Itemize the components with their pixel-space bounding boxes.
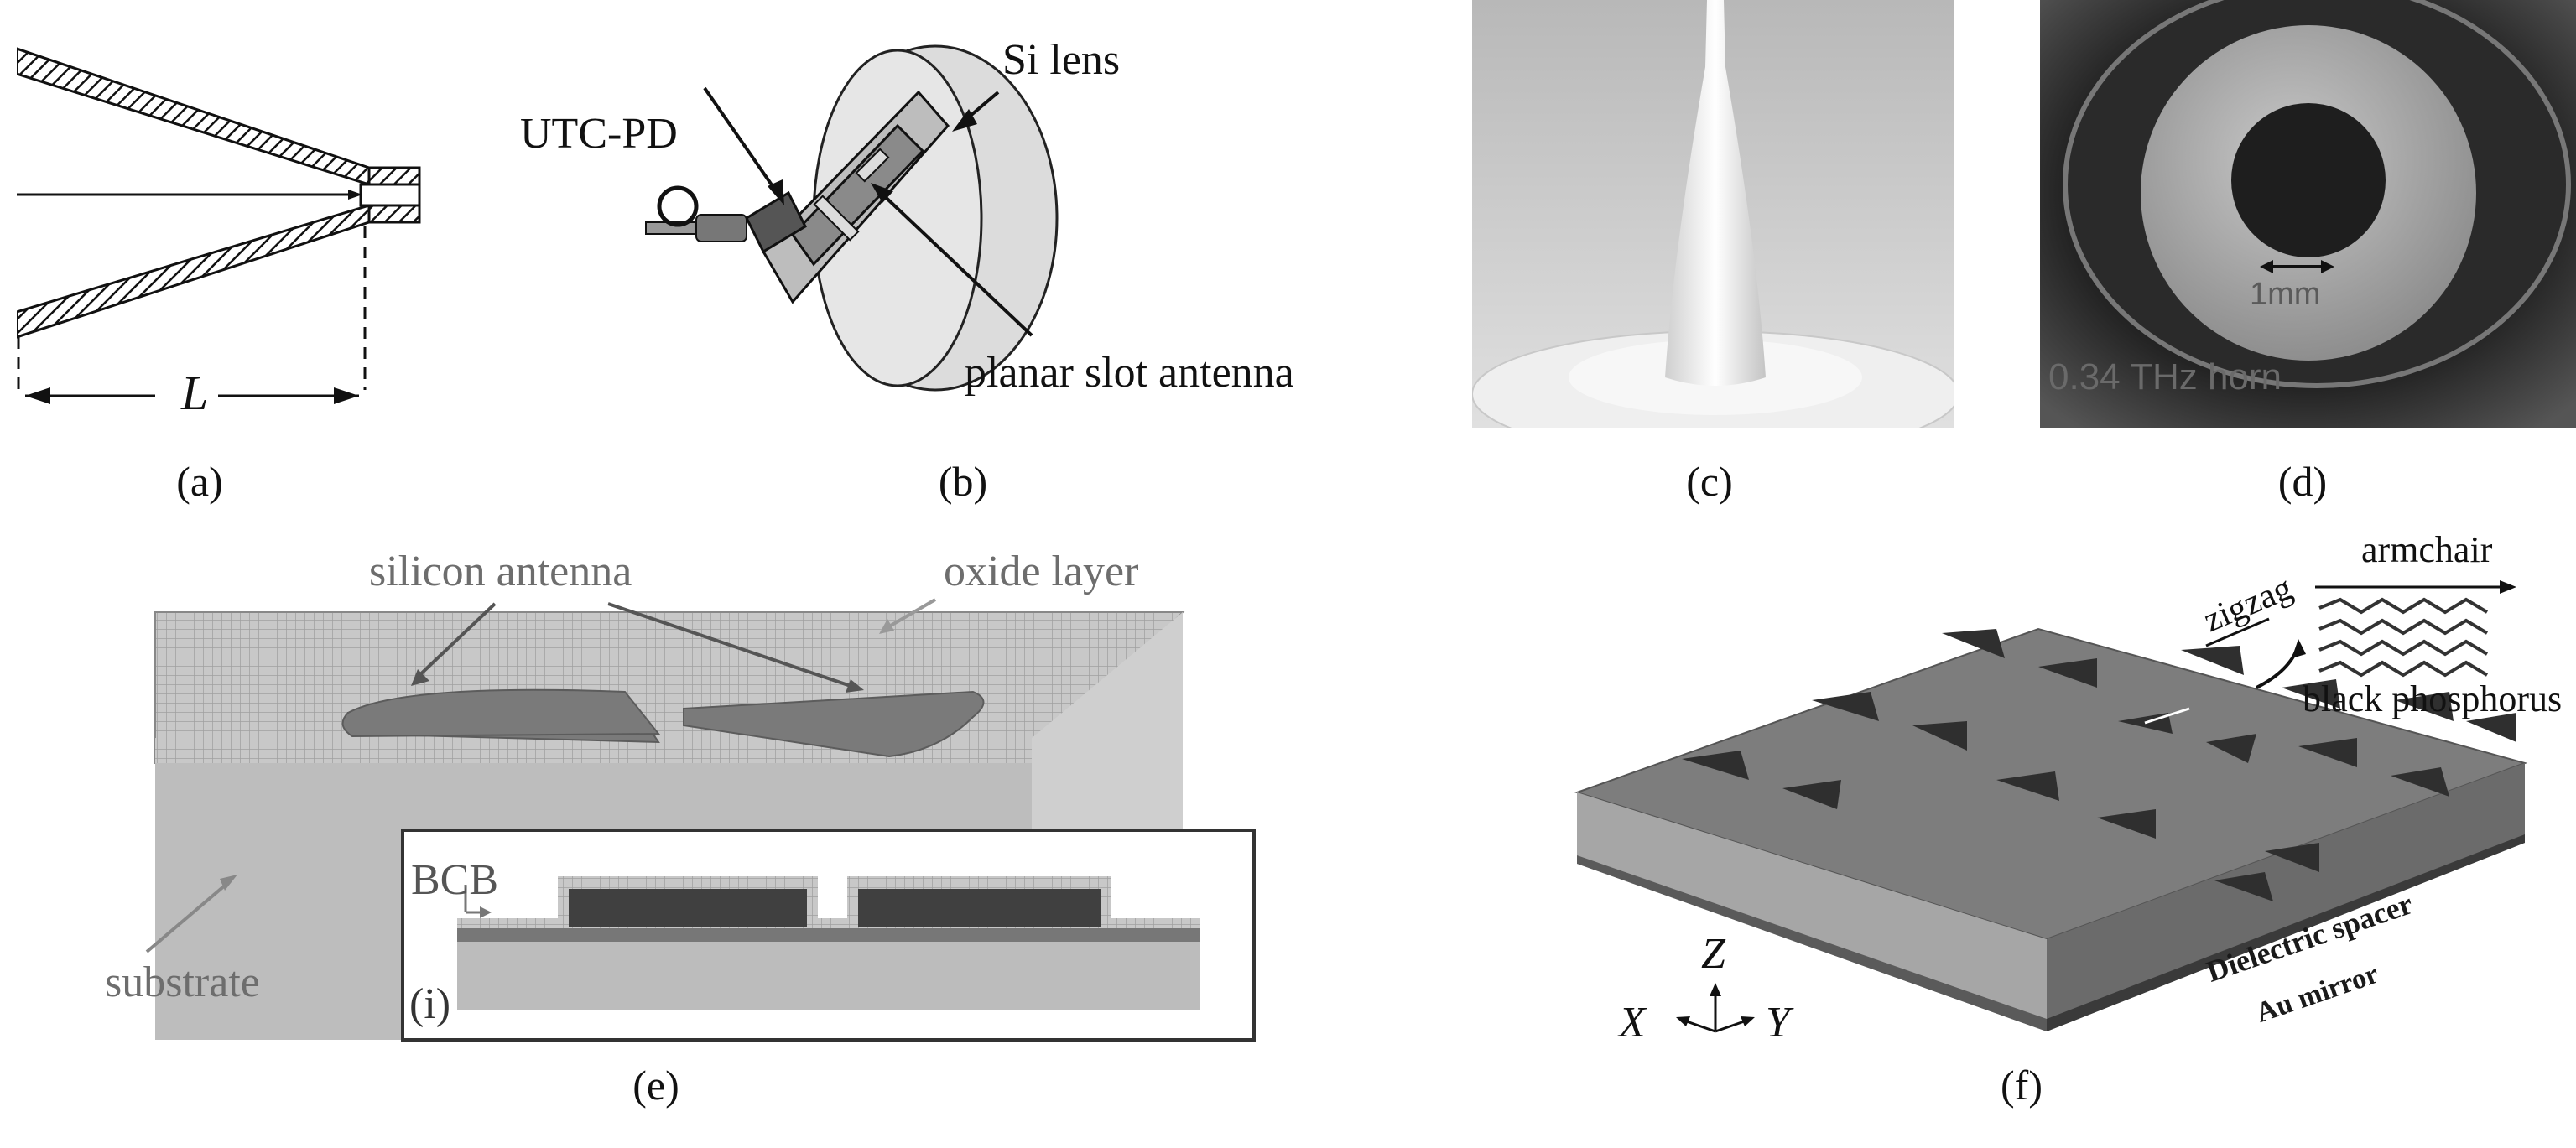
- substrate-leader: [145, 879, 232, 953]
- horn-upper-wall: [17, 47, 421, 186]
- caption-d: (d): [2277, 458, 2328, 505]
- inset-label: (i): [409, 980, 451, 1028]
- silicon-antenna-leader-left: [414, 602, 497, 681]
- silicon-antenna-drawing: [145, 598, 1256, 1042]
- horn-text: 0.34 THz horn: [2048, 356, 2282, 397]
- black-phosphorus-pointer: [2256, 645, 2300, 689]
- slot-antenna-label: planar slot antenna: [965, 349, 1294, 397]
- si-lens-drawing: [645, 44, 1059, 392]
- caption-a: (a): [176, 458, 223, 505]
- bowtie-elements: [1682, 629, 2516, 901]
- horn-cross-section-drawing: [17, 47, 421, 421]
- caption-c: (c): [1686, 458, 1733, 505]
- horn-body: [1665, 0, 1766, 386]
- horn-3d-render: [1472, 0, 1954, 428]
- caption-b: (b): [938, 458, 988, 505]
- black-phosphorus-label: black phosphorus: [2303, 678, 2563, 719]
- axis-z-label: Z: [1701, 930, 1725, 978]
- utc-pd-label: UTC-PD: [520, 110, 678, 158]
- armchair-label: armchair: [2361, 529, 2493, 570]
- panel-f: armchair zigzag black phosphorus Dielect…: [1560, 520, 2576, 1057]
- panel-e: silicon antenna oxide layer substrate BC…: [0, 537, 1258, 1057]
- caption-f: (f): [2001, 1062, 2043, 1109]
- au-mirror-layer: [2047, 834, 2525, 1031]
- slab-front-left: [1577, 792, 2047, 1031]
- slab-front-right: [2047, 763, 2525, 1031]
- scale-text: 1mm: [2250, 277, 2321, 312]
- utc-pd-block: [745, 190, 807, 254]
- slot-antenna-element: [855, 148, 890, 183]
- axis-y-label: Y: [1766, 999, 1790, 1047]
- antenna-right-wing: [683, 690, 985, 758]
- bcb-label: BCB: [411, 856, 499, 904]
- length-label: L: [181, 366, 209, 420]
- panel-c: [1472, 0, 1954, 428]
- si-lens-label: Si lens: [1002, 36, 1121, 84]
- inset-substrate: [457, 939, 1200, 1010]
- oxide-layer-leader: [883, 598, 937, 631]
- utc-pd-arrow: [703, 86, 782, 199]
- zigzag-arrow: [2205, 617, 2270, 647]
- slot-antenna-arrow: [875, 187, 1033, 337]
- bowtie-array-drawing: [1574, 580, 2528, 1033]
- silicon-antenna-leader-right: [607, 602, 856, 689]
- horn-aperture: [2231, 103, 2386, 257]
- caption-e: (e): [632, 1062, 679, 1109]
- axis-x-label: X: [1619, 999, 1646, 1047]
- substrate-label: substrate: [105, 958, 260, 1006]
- oxide-layer-label: oxide layer: [944, 548, 1139, 595]
- horn-lower-wall: [17, 204, 421, 339]
- panel-d: 1mm 0.34 THz horn: [2040, 0, 2576, 428]
- black-phosphorus-lattice: [2318, 597, 2489, 678]
- panel-a: L: [17, 34, 436, 428]
- silicon-antenna-label: silicon antenna: [369, 548, 632, 595]
- horn-photo: [2040, 0, 2576, 428]
- panel-b: Si lens UTC-PD planar slot antenna: [495, 25, 1376, 419]
